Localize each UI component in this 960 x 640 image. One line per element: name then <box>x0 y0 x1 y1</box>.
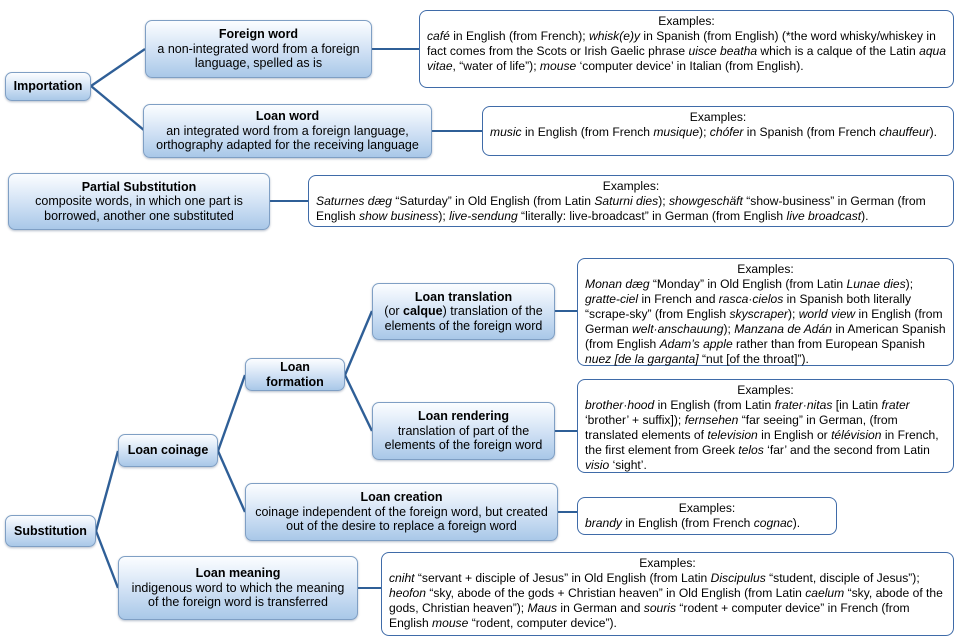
node-loan-rendering-desc: translation of part of the elements of t… <box>384 423 543 453</box>
node-foreign-word-title: Foreign word <box>218 27 299 42</box>
node-foreign-word[interactable]: Foreign word a non-integrated word from … <box>145 20 372 78</box>
node-loan-translation-desc: (or calque) translation of the elements … <box>384 304 543 333</box>
node-loan-word-title: Loan word <box>255 109 320 124</box>
examples-label: Examples: <box>639 556 696 570</box>
node-loan-translation[interactable]: Loan translation (or calque) translation… <box>372 283 555 340</box>
node-loan-creation[interactable]: Loan creation coinage independent of the… <box>245 483 558 541</box>
example-box-partial-substitution: Examples: Saturnes dæg “Saturday” in Old… <box>308 175 954 227</box>
example-text-foreign-word: café in English (from French); whisk(e)y… <box>427 28 946 73</box>
node-loan-coinage-title: Loan coinage <box>127 443 209 458</box>
node-substitution-title: Substitution <box>14 523 87 538</box>
examples-label: Examples: <box>737 262 794 276</box>
example-text-loan-rendering: brother·hood in English (from Latin frat… <box>585 397 939 472</box>
node-loan-translation-title: Loan translation <box>414 289 513 304</box>
node-loan-rendering[interactable]: Loan rendering translation of part of th… <box>372 402 555 460</box>
example-box-loan-rendering: Examples: brother·hood in English (from … <box>577 379 954 473</box>
node-loan-coinage[interactable]: Loan coinage <box>118 434 218 467</box>
node-partial-substitution-desc: composite words, in which one part is bo… <box>35 194 243 223</box>
example-text-loan-meaning: cniht “servant + disciple of Jesus” in O… <box>389 570 943 630</box>
examples-label: Examples: <box>678 501 736 515</box>
example-text-loan-word: music in English (from French musique); … <box>490 124 938 139</box>
example-box-loan-creation: Examples: brandy in English (from French… <box>577 497 837 535</box>
example-text-loan-translation: Monan dæg “Monday” in Old English (from … <box>585 276 946 366</box>
node-loan-meaning-desc: indigenous word to which the meaning of … <box>131 580 345 610</box>
examples-label: Examples: <box>689 110 747 124</box>
node-importation-title: Importation <box>13 79 83 94</box>
node-loan-meaning-title: Loan meaning <box>195 566 281 581</box>
example-box-loan-meaning: Examples: cniht “servant + disciple of J… <box>381 552 954 636</box>
node-loan-creation-desc: coinage independent of the foreign word,… <box>255 504 548 534</box>
node-partial-substitution[interactable]: Partial Substitution composite words, in… <box>8 173 270 230</box>
node-loan-meaning[interactable]: Loan meaning indigenous word to which th… <box>118 556 358 620</box>
node-substitution[interactable]: Substitution <box>5 515 96 547</box>
examples-label: Examples: <box>658 14 715 28</box>
node-loan-word-desc: an integrated word from a foreign langua… <box>156 123 419 153</box>
node-loan-creation-title: Loan creation <box>360 490 443 505</box>
node-partial-substitution-title: Partial Substitution <box>81 179 197 194</box>
examples-label: Examples: <box>737 383 794 397</box>
node-loan-rendering-title: Loan rendering <box>418 409 509 424</box>
example-box-loan-translation: Examples: Monan dæg “Monday” in Old Engl… <box>577 258 954 366</box>
examples-label: Examples: <box>602 179 660 193</box>
node-loan-formation[interactable]: Loan formation <box>245 358 345 391</box>
node-loan-word[interactable]: Loan word an integrated word from a fore… <box>143 104 432 158</box>
example-text-partial-substitution: Saturnes dæg “Saturday” in Old English (… <box>316 193 926 223</box>
node-loan-formation-title: Loan formation <box>266 360 324 389</box>
example-box-loan-word: Examples: music in English (from French … <box>482 106 954 156</box>
node-foreign-word-desc: a non-integrated word from a foreign lan… <box>157 41 360 71</box>
node-importation[interactable]: Importation <box>5 72 91 101</box>
example-box-foreign-word: Examples: café in English (from French);… <box>419 10 954 88</box>
example-text-loan-creation: brandy in English (from French cognac). <box>585 515 801 530</box>
